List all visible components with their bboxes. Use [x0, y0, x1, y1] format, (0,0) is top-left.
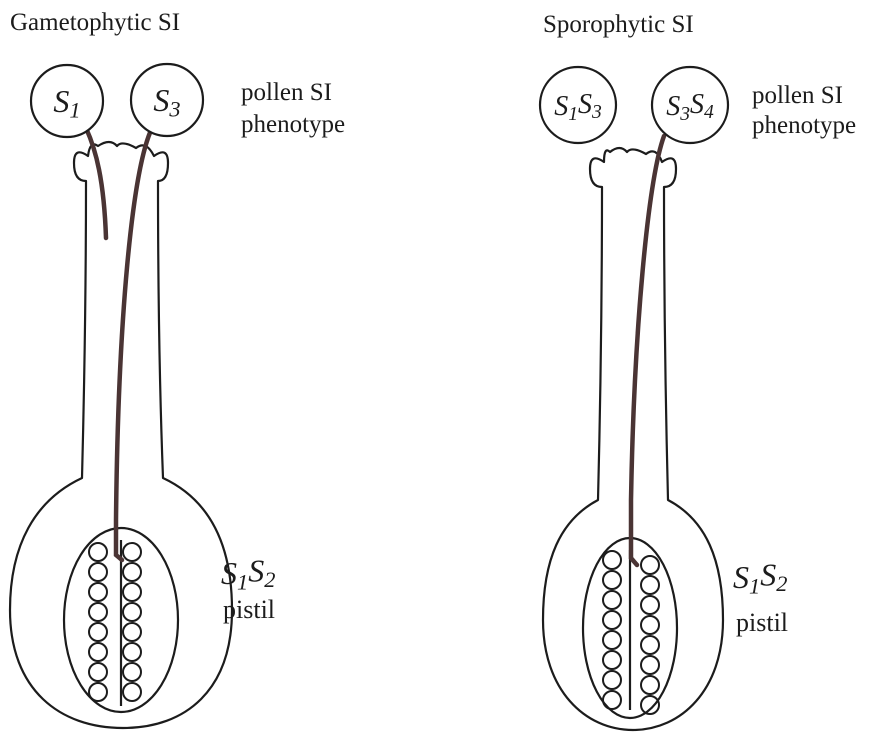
- ovule: [603, 551, 621, 569]
- gametophytic-pistil-label: pistil: [223, 595, 275, 624]
- ovule: [603, 631, 621, 649]
- gametophytic-pollen-label-line1: pollen SI: [241, 79, 332, 106]
- ovule: [123, 603, 141, 621]
- ovule: [603, 691, 621, 709]
- ovule: [641, 696, 659, 714]
- ovule: [641, 656, 659, 674]
- sporophytic-pollen-s3s4: S3S4: [652, 67, 728, 143]
- ovule: [123, 583, 141, 601]
- sporophytic-pollen-label-line1: pollen SI: [752, 82, 843, 109]
- sporophytic-pollen-label-line2: phenotype: [752, 112, 856, 139]
- ovule: [641, 616, 659, 634]
- sporophytic-pollen-s1s3: S1S3: [540, 67, 616, 143]
- ovule: [89, 663, 107, 681]
- gametophytic-panel: Gametophytic SI: [10, 9, 345, 728]
- gametophytic-pistil-genotype: S1S2: [221, 553, 275, 595]
- gametophytic-compatible-pollen-tube: [116, 128, 152, 560]
- ovule: [603, 571, 621, 589]
- ovule: [641, 576, 659, 594]
- gametophytic-pollen-label-line2: phenotype: [241, 111, 345, 138]
- sporophytic-compatible-pollen-tube: [631, 136, 664, 565]
- ovule: [89, 603, 107, 621]
- ovule: [641, 556, 659, 574]
- ovule: [603, 651, 621, 669]
- ovule: [641, 636, 659, 654]
- ovule: [641, 596, 659, 614]
- ovule: [89, 583, 107, 601]
- ovule: [89, 543, 107, 561]
- gametophytic-pollen-s1: S1: [31, 65, 103, 137]
- ovule: [123, 643, 141, 661]
- ovule: [89, 643, 107, 661]
- ovule: [89, 623, 107, 641]
- sporophytic-title: Sporophytic SI: [543, 11, 694, 38]
- gametophytic-ovules: [89, 543, 141, 701]
- ovule: [603, 591, 621, 609]
- ovule: [641, 676, 659, 694]
- ovule: [123, 663, 141, 681]
- ovule: [89, 563, 107, 581]
- ovule: [123, 543, 141, 561]
- ovule: [89, 683, 107, 701]
- ovule: [123, 623, 141, 641]
- sporophytic-panel: Sporophytic SI: [540, 11, 856, 730]
- ovule: [603, 611, 621, 629]
- ovule: [123, 683, 141, 701]
- sporophytic-pistil-genotype: S1S2: [733, 557, 787, 599]
- gametophytic-title: Gametophytic SI: [10, 9, 180, 36]
- gametophytic-pollen-s3: S3: [131, 64, 203, 136]
- ovule: [603, 671, 621, 689]
- ovule: [123, 563, 141, 581]
- sporophytic-pistil-label: pistil: [736, 608, 788, 637]
